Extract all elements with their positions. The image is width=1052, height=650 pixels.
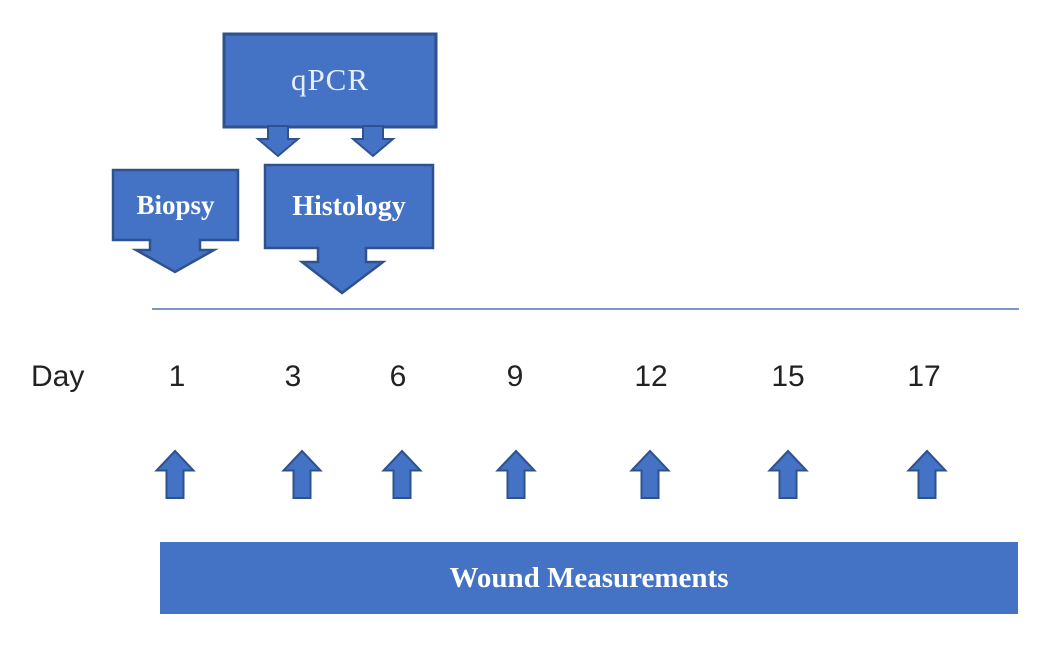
up-arrow-icon <box>495 449 537 499</box>
day-tick-9: 9 <box>506 360 524 393</box>
wound-measurements-bar: Wound Measurements <box>160 542 1018 614</box>
up-arrow-icon <box>381 449 423 499</box>
wound-measurements-label: Wound Measurements <box>449 561 729 594</box>
day-tick-3: 3 <box>284 360 302 393</box>
up-arrow-icon <box>281 449 323 499</box>
up-arrow-icon <box>906 449 948 499</box>
day-tick-15: 15 <box>771 360 805 393</box>
day-tick-12: 12 <box>634 360 668 393</box>
qpcr-box <box>222 32 438 129</box>
down-arrow-icon <box>255 125 301 158</box>
day-tick-1: 1 <box>168 360 186 393</box>
timepoint-arrows-group <box>154 449 948 499</box>
up-arrow-icon <box>767 449 809 499</box>
day-tick-6: 6 <box>389 360 407 393</box>
day-axis-label: Day <box>31 360 85 393</box>
day-tick-17: 17 <box>907 360 941 393</box>
histology-callout-shape <box>263 163 435 295</box>
down-arrow-icon <box>350 125 396 158</box>
up-arrow-icon <box>154 449 196 499</box>
biopsy-callout-shape <box>111 168 240 274</box>
up-arrow-icon <box>629 449 671 499</box>
